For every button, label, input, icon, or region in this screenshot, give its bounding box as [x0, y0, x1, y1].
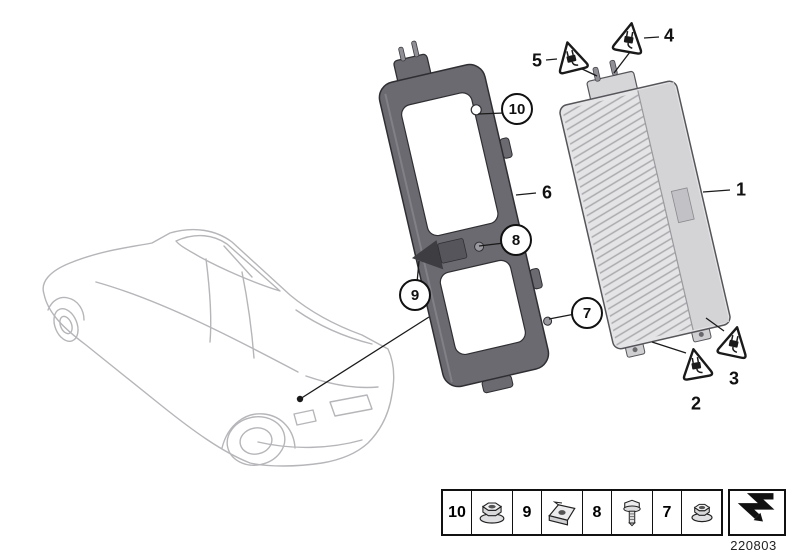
telematics-module-part1: [559, 59, 731, 358]
callout-9[interactable]: 9: [399, 279, 431, 311]
callout-5[interactable]: 5: [531, 50, 543, 71]
legend-number: 8: [583, 491, 612, 534]
callout-2[interactable]: 2: [690, 393, 702, 414]
callout-8[interactable]: 8: [500, 224, 532, 256]
callout-6[interactable]: 6: [541, 182, 553, 203]
legend-item-7[interactable]: 7: [653, 491, 722, 534]
diagram-number: 220803: [730, 538, 777, 553]
bracket-hole-part10-target: [470, 104, 482, 116]
bracket-stud: [411, 40, 420, 58]
hex-bolt-icon: [612, 491, 652, 534]
flange-nut-icon: [472, 491, 512, 534]
legend-item-10[interactable]: 10: [443, 491, 513, 534]
legend-strip: 10 9 8: [441, 489, 723, 536]
legend-number: 7: [653, 491, 682, 534]
callout-1[interactable]: 1: [735, 179, 747, 200]
location-dot: [296, 395, 304, 403]
cage-clip-icon: [542, 491, 582, 534]
next-diagram-box[interactable]: [728, 489, 786, 536]
callout-3[interactable]: 3: [728, 368, 740, 389]
legend-number: 10: [443, 491, 472, 534]
zigzag-arrow-icon: [730, 489, 784, 537]
bracket-stud: [398, 46, 406, 62]
location-leader-line: [296, 316, 430, 403]
legend-item-9[interactable]: 9: [513, 491, 583, 534]
legend-item-8[interactable]: 8: [583, 491, 653, 534]
bracket-crossbar-mount: [437, 238, 468, 264]
module-heatsink-fins: [562, 92, 693, 346]
callout-7[interactable]: 7: [571, 297, 603, 329]
bracket-crossbar-clip: [411, 240, 444, 270]
car-illustration: [42, 228, 395, 467]
bracket-stud-part7-target: [543, 316, 553, 326]
mounting-bracket-part6: [378, 40, 553, 394]
callout-10[interactable]: 10: [501, 93, 533, 125]
legend-number: 9: [513, 491, 542, 534]
warning-triangle-icon: [552, 37, 590, 76]
warning-triangle-icon: [611, 19, 647, 56]
module-stud: [609, 59, 618, 76]
module-label-sticker: [670, 187, 695, 224]
callout-4[interactable]: 4: [663, 25, 675, 46]
warning-triangle-icon: [678, 345, 714, 382]
flange-nut-icon: [682, 491, 722, 534]
